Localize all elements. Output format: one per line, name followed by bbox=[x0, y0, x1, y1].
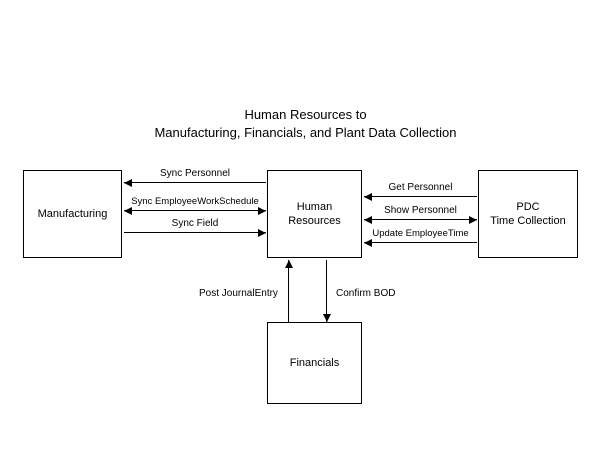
node-human-resources-label: Human Resources bbox=[288, 201, 341, 227]
connector-sync-field[interactable]: Sync Field bbox=[124, 214, 266, 238]
connector-sync-field-label: Sync Field bbox=[171, 218, 219, 229]
arrow-right-icon bbox=[469, 215, 477, 224]
connector-confirm-bod-label: Confirm BOD bbox=[336, 288, 396, 299]
node-manufacturing[interactable]: Manufacturing bbox=[23, 170, 122, 258]
connector-show-personnel-label: Show Personnel bbox=[384, 205, 457, 216]
connector-post-journal-entry-label: Post JournalEntry bbox=[199, 288, 278, 299]
connector-update-employee-time[interactable]: Update EmployeeTime bbox=[364, 224, 477, 248]
connector-line bbox=[288, 260, 289, 322]
arrow-left-icon bbox=[124, 206, 132, 215]
connector-line bbox=[326, 260, 327, 322]
connector-show-personnel[interactable]: Show Personnel bbox=[364, 201, 477, 225]
arrow-left-icon bbox=[364, 192, 372, 201]
node-pdc-time-collection[interactable]: PDC Time Collection bbox=[478, 170, 578, 258]
connector-line bbox=[124, 232, 266, 233]
arrow-right-icon bbox=[258, 206, 266, 215]
node-financials[interactable]: Financials bbox=[267, 322, 362, 404]
connector-post-journal-entry[interactable] bbox=[283, 260, 295, 322]
connector-confirm-bod[interactable] bbox=[321, 260, 333, 322]
connector-line bbox=[124, 182, 266, 183]
connector-sync-employee-work-schedule[interactable]: Sync EmployeeWorkSchedule bbox=[124, 192, 266, 216]
connector-line bbox=[124, 210, 266, 211]
page-title: Human Resources to Manufacturing, Financ… bbox=[154, 107, 457, 140]
connector-update-employee-time-label: Update EmployeeTime bbox=[372, 228, 469, 239]
node-pdc-label: PDC Time Collection bbox=[490, 201, 566, 227]
node-financials-label: Financials bbox=[289, 357, 340, 369]
node-human-resources[interactable]: Human Resources bbox=[267, 170, 362, 258]
connector-sync-personnel[interactable]: Sync Personnel bbox=[124, 164, 266, 188]
connector-line bbox=[364, 219, 477, 220]
arrow-up-icon bbox=[284, 260, 293, 268]
connector-sync-employee-work-schedule-label: Sync EmployeeWorkSchedule bbox=[131, 196, 259, 207]
connector-get-personnel[interactable]: Get Personnel bbox=[364, 178, 477, 202]
arrow-left-icon bbox=[124, 178, 132, 187]
connector-line bbox=[364, 196, 477, 197]
arrow-right-icon bbox=[258, 228, 266, 237]
arrow-left-icon bbox=[364, 238, 372, 247]
arrow-left-icon bbox=[364, 215, 372, 224]
connector-get-personnel-label: Get Personnel bbox=[388, 182, 453, 193]
node-manufacturing-label: Manufacturing bbox=[37, 208, 108, 220]
connector-line bbox=[364, 242, 477, 243]
connector-sync-personnel-label: Sync Personnel bbox=[159, 168, 231, 179]
arrow-down-icon bbox=[322, 314, 331, 322]
